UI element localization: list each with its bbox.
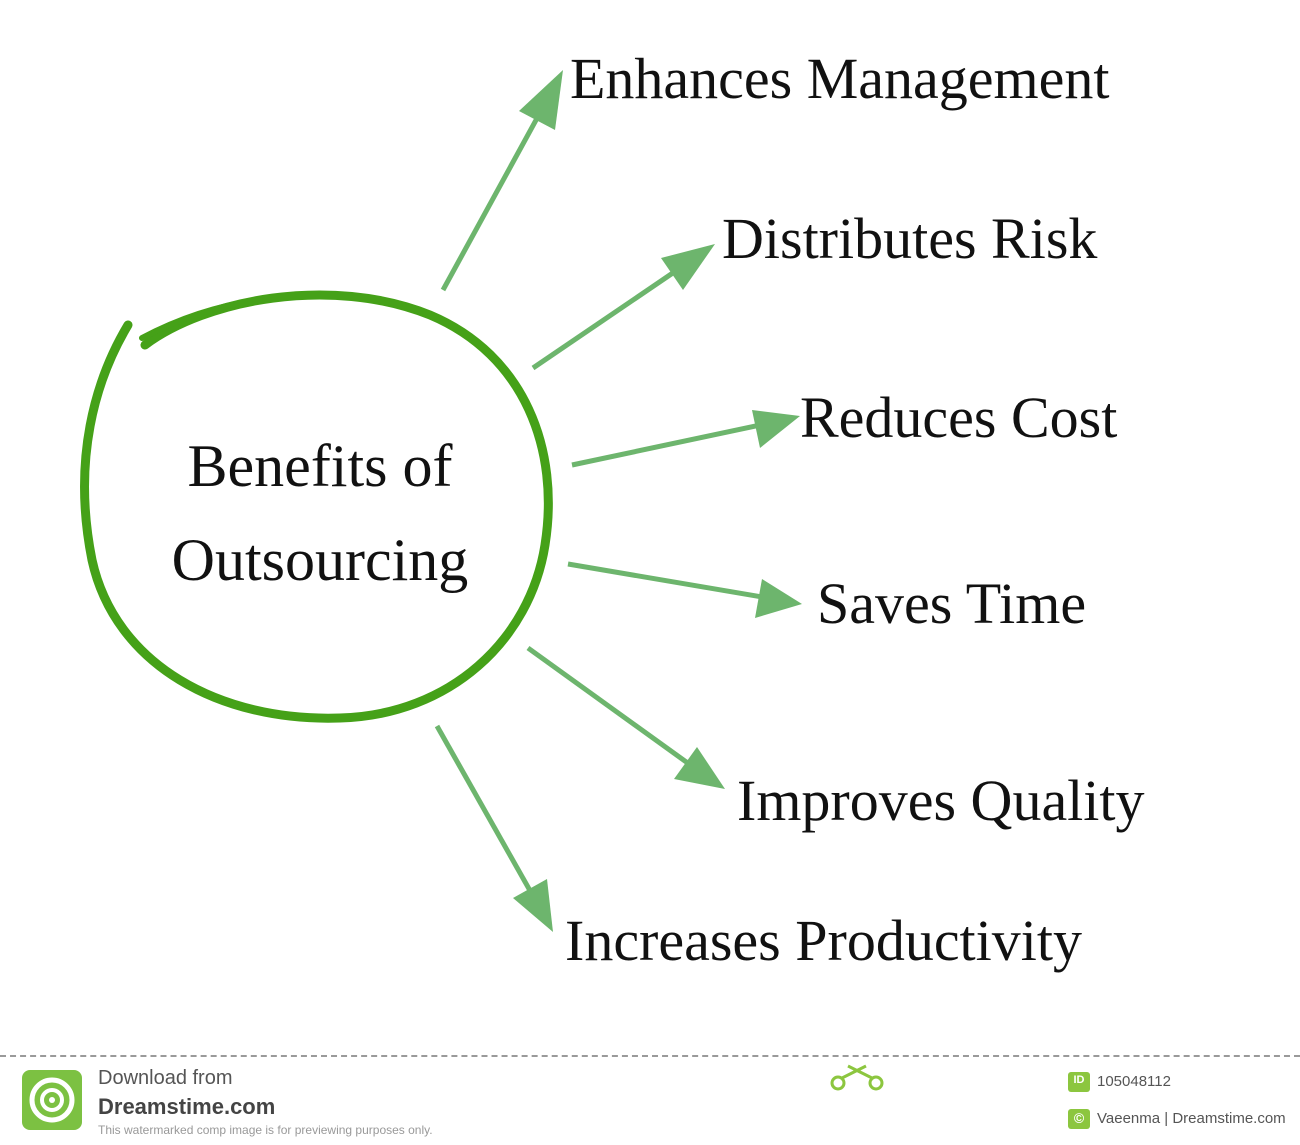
benefit-saves-time: Saves Time [817,571,1087,636]
diagram: Benefits of Outsourcing Enhances Managem… [80,46,1145,973]
arrow-improves-quality [526,645,725,789]
copyright-icon: © [1068,1109,1090,1129]
center-title-line-2: Outsourcing [171,527,469,593]
center-title-line-1: Benefits of [187,433,453,499]
benefit-enhances-management: Enhances Management [570,46,1110,111]
diagram-canvas [80,70,802,932]
image-id: 105048112 [1097,1073,1171,1090]
benefit-increases-productivity: Increases Productivity [565,908,1083,973]
id-badge-icon: ID [1068,1072,1090,1092]
dreamstime-logo-icon [22,1070,82,1130]
scissors-icon [830,1064,884,1091]
image-credit: Vaeenma | Dreamstime.com [1097,1110,1286,1127]
watermark-disclaimer: This watermarked comp image is for previ… [98,1123,433,1137]
arrow-enhances-management [440,70,563,292]
benefit-distributes-risk: Distributes Risk [722,206,1098,271]
arrows [434,70,802,932]
dreamstime-brand-text: Dreamstime.com [98,1094,276,1119]
center-circle [80,290,553,723]
watermark-footer: Download from Dreamstime.com This waterm… [0,1055,1300,1145]
arrow-increases-productivity [434,724,553,932]
benefit-reduces-cost: Reduces Cost [800,385,1118,450]
circle-start-stroke [139,297,263,341]
download-from-text: Download from [98,1067,233,1089]
arrow-distributes-risk [531,244,715,371]
arrow-saves-time [567,561,802,618]
arrow-reduces-cost [571,410,800,468]
benefit-improves-quality: Improves Quality [737,768,1145,833]
copyright-symbol: © [1073,1110,1085,1126]
id-badge-label: ID [1073,1074,1085,1086]
